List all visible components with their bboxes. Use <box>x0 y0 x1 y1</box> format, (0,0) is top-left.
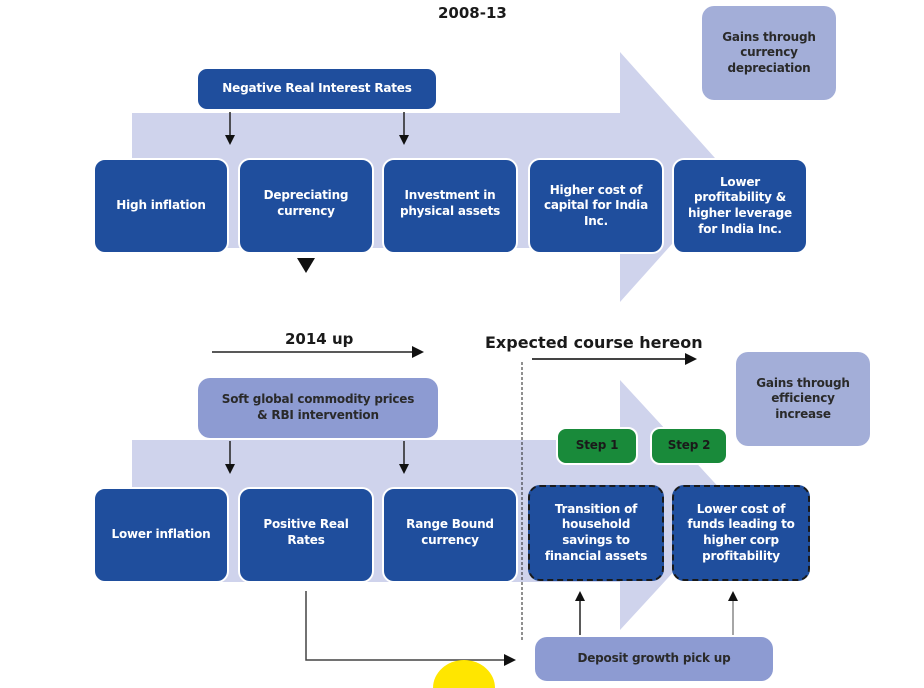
box-positive-real-rates: Positive Real Rates <box>238 487 374 583</box>
box-deposit-growth: Deposit growth pick up <box>535 637 773 681</box>
box-investment-physical: Investment in physical assets <box>382 158 518 254</box>
period-title-2008-13: 2008-13 <box>438 4 507 22</box>
step-1-badge: Step 1 <box>556 427 638 465</box>
outcome-currency-gains: Gains through currency depreciation <box>702 6 836 100</box>
driver-soft-commodity: Soft global commodity prices & RBI inter… <box>198 378 438 438</box>
box-range-bound-currency: Range Bound currency <box>382 487 518 583</box>
box-household-savings-transition: Transition of household savings to finan… <box>528 485 664 581</box>
box-lower-profitability: Lower profitability & higher leverage fo… <box>672 158 808 254</box>
box-lower-cost-funds: Lower cost of funds leading to higher co… <box>672 485 810 581</box>
box-high-inflation: High inflation <box>93 158 229 254</box>
box-higher-cost-capital: Higher cost of capital for India Inc. <box>528 158 664 254</box>
outcome-efficiency-gains: Gains through efficiency increase <box>736 352 870 446</box>
arrow-to-deposit <box>305 591 516 666</box>
expected-course-title: Expected course hereon <box>485 333 703 352</box>
triangle-down-icon <box>297 258 315 273</box>
box-lower-inflation: Lower inflation <box>93 487 229 583</box>
step-2-badge: Step 2 <box>650 427 728 465</box>
box-depreciating-currency: Depreciating currency <box>238 158 374 254</box>
period-title-2014-up: 2014 up <box>285 330 354 348</box>
yellow-highlight <box>433 660 495 688</box>
driver-negative-real-rates: Negative Real Interest Rates <box>196 67 438 111</box>
